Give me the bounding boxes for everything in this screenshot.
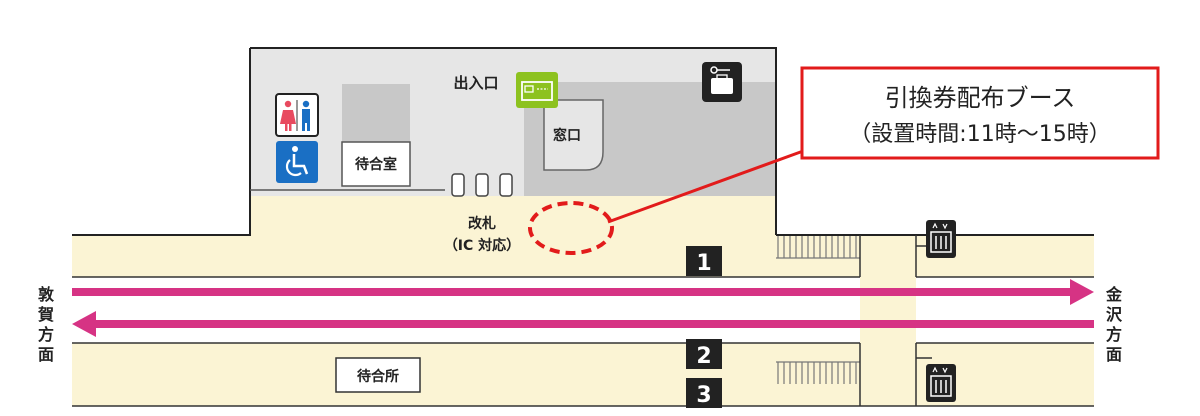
ticket-machine-icon [516, 72, 558, 108]
svg-text:敦: 敦 [38, 285, 55, 304]
svg-text:2: 2 [696, 344, 711, 369]
station-building [250, 48, 776, 196]
stairs-lower [776, 361, 860, 384]
svg-text:1: 1 [696, 251, 711, 276]
waiting-room [341, 141, 411, 187]
waiting-room-label: 待合室 [355, 156, 397, 173]
stairs-upper [776, 236, 860, 259]
elevator-icon-upper [926, 220, 956, 258]
svg-text:金: 金 [1105, 285, 1123, 304]
svg-text:面: 面 [38, 345, 54, 364]
gate-3 [499, 173, 513, 197]
lower-platform [72, 343, 1094, 406]
platform-number-3: 3 [686, 378, 722, 408]
svg-text:賀: 賀 [37, 305, 54, 324]
gate-2 [475, 173, 489, 197]
svg-text:面: 面 [1106, 345, 1122, 364]
gate-ic-label: （IC 対応） [444, 237, 520, 254]
svg-text:沢: 沢 [1106, 305, 1123, 324]
svg-text:3: 3 [696, 383, 711, 408]
ticket-gates [451, 173, 513, 197]
callout-title: 引換券配布ブース [885, 84, 1076, 112]
svg-text:方: 方 [1106, 325, 1122, 344]
elevator-icon-lower [926, 364, 956, 402]
restroom-icon [275, 93, 319, 137]
callout-box [800, 66, 1160, 160]
waiting-room-block [342, 84, 410, 142]
callout-leader-line [607, 148, 807, 224]
track-arrows [72, 279, 1094, 337]
waiting-area-label: 待合所 [357, 368, 399, 385]
concourse-floor [250, 196, 776, 235]
coin-locker-icon [702, 62, 742, 102]
kanazawa-direction-label: 金 沢 方 面 [1105, 285, 1123, 364]
track-arrow-tsuruga-head [72, 311, 96, 337]
ticket-window-label: 窓口 [553, 127, 581, 144]
overpass-walls [859, 235, 932, 406]
tsuruga-direction-label: 敦 賀 方 面 [37, 285, 55, 364]
platform-number-1: 1 [686, 246, 722, 276]
accessible-restroom-icon [276, 141, 318, 183]
gate-1 [451, 173, 465, 197]
platform-areas [72, 196, 1094, 406]
upper-platform [72, 235, 1094, 277]
platform-edges [72, 276, 1094, 407]
callout-hours: （設置時間:11時〜15時） [849, 122, 1110, 147]
entrance-label: 出入口 [453, 74, 498, 92]
waiting-area-box [335, 357, 421, 393]
booth-location-marker [528, 201, 614, 255]
svg-text:方: 方 [38, 325, 54, 344]
gate-label: 改札 [468, 215, 496, 232]
track-arrow-tsuruga-shaft [94, 320, 1094, 328]
ticket-window-counter [543, 99, 604, 171]
track-arrow-kanazawa-head [1070, 279, 1094, 305]
platform-number-2: 2 [686, 339, 722, 369]
track-arrow-kanazawa-shaft [72, 288, 1072, 296]
